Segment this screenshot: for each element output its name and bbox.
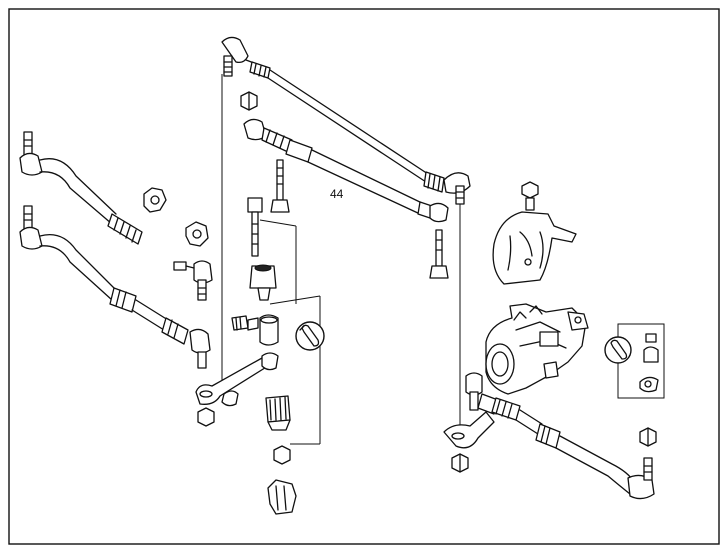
wrench-service-icon	[295, 321, 325, 351]
bolt-vertical	[270, 159, 290, 213]
castle-nut	[143, 187, 167, 213]
hex-nut	[639, 427, 657, 447]
bolt-long	[247, 197, 263, 257]
ball-joint	[173, 260, 213, 301]
left-tie-rod-upper	[19, 131, 143, 245]
protective-cover	[492, 211, 577, 285]
bolt-right	[429, 229, 449, 279]
service-kit-group	[604, 323, 665, 399]
flange-bolt	[521, 181, 539, 211]
wrench-service-icon	[604, 336, 632, 364]
right-tie-rod	[443, 204, 655, 500]
hex-nut	[451, 453, 469, 473]
left-tie-rod-lower	[19, 205, 211, 369]
diagram-frame	[8, 8, 720, 545]
upper-tie-rod	[221, 36, 471, 205]
idler-arm-bracket	[195, 74, 321, 515]
callout-44: 44	[330, 187, 344, 201]
castle-nut	[185, 221, 209, 247]
steering-gearbox	[485, 303, 589, 395]
center-drag-link	[243, 118, 449, 223]
hex-nut	[240, 91, 258, 111]
